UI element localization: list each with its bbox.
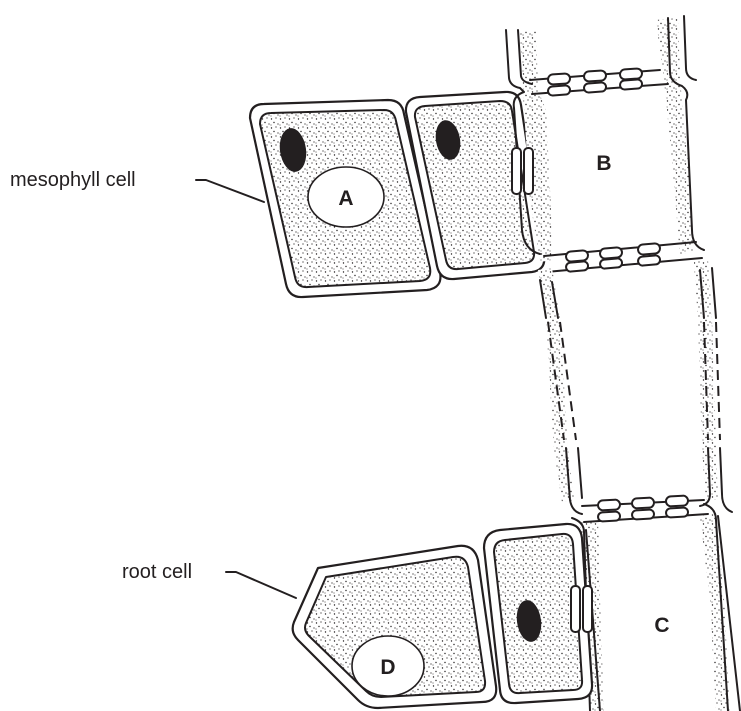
sieve-pore <box>598 499 620 510</box>
root-leader-line <box>226 572 296 598</box>
sieve-pore <box>620 79 643 90</box>
sieve-pore <box>632 509 654 519</box>
label-c: C <box>654 614 669 637</box>
sieve-pore <box>600 247 623 259</box>
sieve-tube-lower: C <box>572 495 740 711</box>
sieve-tube-middle <box>538 260 732 514</box>
callout-mesophyll: mesophyll cell <box>10 169 264 202</box>
root-cell-label: root cell <box>122 561 192 583</box>
plasmodesma <box>571 586 580 632</box>
sieve-pore <box>632 497 654 508</box>
sieve-pore <box>548 73 571 85</box>
plasmodesma <box>524 148 533 194</box>
label-b: B <box>596 152 611 175</box>
label-a: A <box>338 187 353 210</box>
sieve-pore <box>598 511 620 521</box>
sieve-pore <box>666 495 688 506</box>
sieve-pore <box>584 70 607 82</box>
root-cell <box>293 546 497 708</box>
plasmodesma <box>583 586 592 632</box>
sieve-tube-upper: B <box>506 16 704 272</box>
callout-root: root cell <box>122 561 296 598</box>
plasmodesma <box>512 148 521 194</box>
sieve-pore <box>548 85 571 96</box>
sieve-pore <box>638 255 661 266</box>
mesophyll-leader-line <box>196 180 264 202</box>
sieve-pore <box>666 507 688 517</box>
sieve-pore <box>600 258 623 269</box>
label-d: D <box>380 656 395 679</box>
sieve-pore <box>584 82 607 93</box>
sieve-pore <box>566 250 589 262</box>
sieve-pore <box>566 261 589 272</box>
lower-companion-cell <box>484 524 592 703</box>
mesophyll-cell-label: mesophyll cell <box>10 169 136 191</box>
sieve-pore <box>638 243 661 255</box>
sieve-pore <box>620 68 643 80</box>
